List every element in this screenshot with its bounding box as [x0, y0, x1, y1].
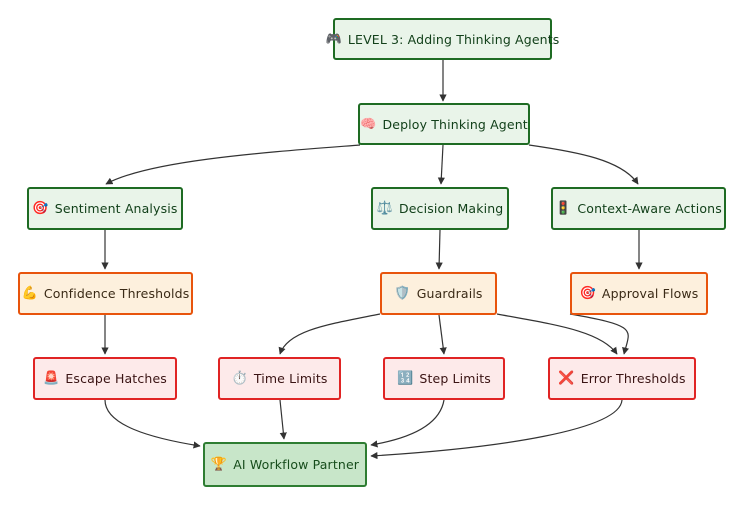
trophy-icon: 🏆 [210, 457, 228, 472]
node-label: Context-Aware Actions [577, 201, 722, 216]
game-controller-icon: 🎮 [325, 31, 342, 47]
node-label: Decision Making [398, 201, 504, 216]
input-numbers-icon: 🔢 [397, 371, 414, 386]
stopwatch-icon: ⏱️ [231, 371, 248, 386]
edge-guardrails-step [438, 314, 447, 355]
node-context-aware-actions[interactable]: 🚦 Context-Aware Actions [551, 187, 726, 230]
node-label: AI Workflow Partner [233, 457, 360, 472]
node-label: Approval Flows [601, 286, 699, 301]
edge-guardrails-error [496, 313, 618, 355]
node-sentiment-analysis[interactable]: 🎯 Sentiment Analysis [27, 187, 183, 230]
traffic-light-icon: 🚦 [555, 201, 572, 216]
edge-deploy-context [528, 144, 639, 185]
node-label: Error Thresholds [580, 371, 686, 386]
balance-scale-icon: ⚖️ [376, 201, 393, 216]
cross-mark-icon: ❌ [558, 371, 575, 386]
node-approval-flows[interactable]: 🎯 Approval Flows [570, 272, 708, 315]
flexed-biceps-icon: 💪 [21, 286, 38, 301]
node-decision-making[interactable]: ⚖️ Decision Making [371, 187, 509, 230]
edge-guardrails-time [278, 313, 381, 355]
target-icon: 🎯 [579, 286, 596, 301]
node-label: Sentiment Analysis [54, 201, 178, 216]
edge-error-partner [370, 399, 623, 460]
node-label: Guardrails [416, 286, 483, 301]
node-time-limits[interactable]: ⏱️ Time Limits [218, 357, 341, 400]
police-light-icon: 🚨 [43, 371, 60, 386]
node-confidence-thresholds[interactable]: 💪 Confidence Thresholds [18, 272, 193, 315]
node-label: LEVEL 3: Adding Thinking Agents [347, 31, 560, 47]
node-step-limits[interactable]: 🔢 Step Limits [383, 357, 505, 400]
edge-step-partner [370, 399, 445, 448]
edge-time-partner [279, 399, 287, 440]
node-label: Step Limits [419, 371, 491, 386]
node-label: Escape Hatches [65, 371, 167, 386]
edge-deploy-sentiment [105, 144, 361, 185]
node-deploy-thinking-agent[interactable]: 🧠 Deploy Thinking Agent [358, 103, 530, 145]
edge-deploy-decision [437, 144, 445, 185]
node-level3[interactable]: 🎮 LEVEL 3: Adding Thinking Agents [326, 18, 559, 60]
target-icon: 🎯 [32, 201, 49, 216]
shield-icon: 🛡️ [394, 286, 411, 301]
node-label: Confidence Thresholds [43, 286, 190, 301]
node-label: Time Limits [253, 371, 328, 386]
edge-escape-partner [104, 399, 201, 449]
node-guardrails[interactable]: 🛡️ Guardrails [380, 272, 497, 315]
brain-icon: 🧠 [360, 116, 377, 132]
edge-decision-guardrails [435, 229, 443, 270]
node-escape-hatches[interactable]: 🚨 Escape Hatches [33, 357, 177, 400]
node-ai-workflow-partner[interactable]: 🏆 AI Workflow Partner [203, 442, 367, 487]
node-error-thresholds[interactable]: ❌ Error Thresholds [548, 357, 696, 400]
edge-approval-error [569, 313, 630, 355]
node-label: Deploy Thinking Agent [382, 116, 528, 132]
